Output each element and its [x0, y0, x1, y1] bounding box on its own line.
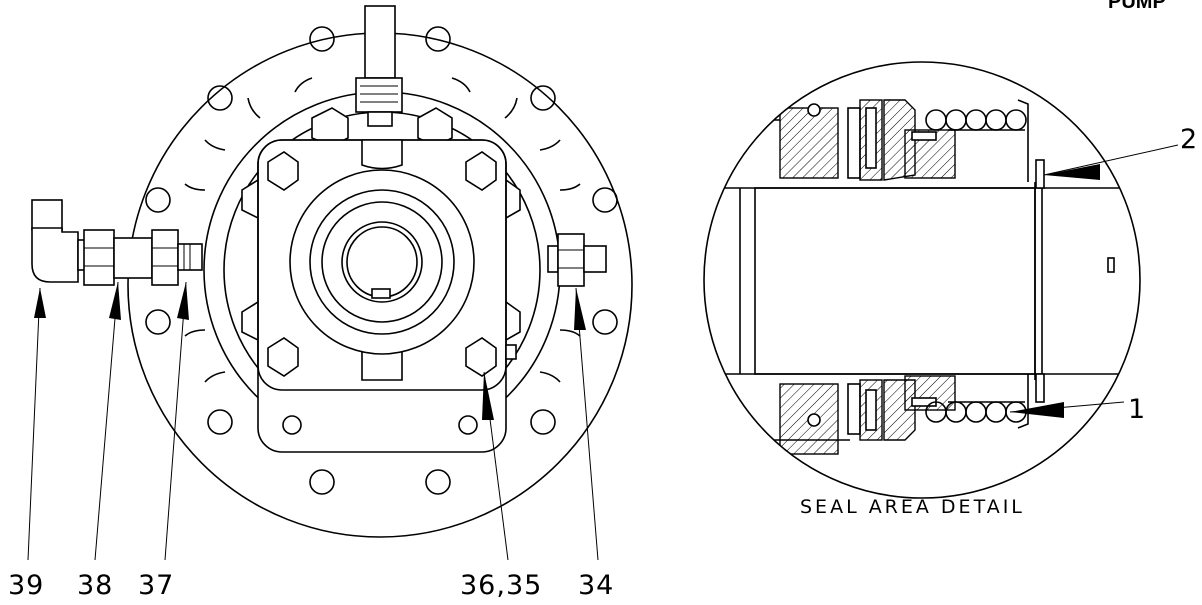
callout-2: 2: [1180, 124, 1198, 155]
union-38-right: [151, 229, 179, 286]
stationary-seat-lower: [779, 383, 839, 455]
seal-detail-caption: SEAL AREA DETAIL: [800, 496, 1025, 518]
header-label: PUMP: [1108, 0, 1166, 13]
vent-fitting: [355, 77, 403, 113]
gland-mid: [309, 189, 455, 335]
elbow-39: [31, 227, 79, 283]
stationary-seat-upper: [779, 107, 839, 179]
pump-end-view: [27, 5, 633, 561]
callout-37: 37: [138, 570, 174, 601]
valve-38: [113, 237, 153, 279]
callout-39: 39: [8, 570, 44, 601]
union-38-left: [83, 229, 115, 286]
fitting-34: [547, 233, 607, 287]
callout-1: 1: [1128, 394, 1146, 425]
spring-upper: [925, 109, 1027, 131]
leader-2: [1043, 144, 1179, 176]
callout-36-35: 36,35: [460, 570, 542, 601]
flange-bolt-holes: [145, 26, 618, 495]
gland-bolts: [267, 151, 497, 377]
detail-boundary: [703, 61, 1141, 499]
top-boss: [364, 5, 396, 79]
shaft-key: [371, 288, 391, 299]
callout-38: 38: [77, 570, 113, 601]
flush-piping: [31, 199, 203, 286]
seal-area-detail: [703, 61, 1179, 499]
casing-ribs: [184, 77, 581, 383]
callout-34: 34: [578, 570, 614, 601]
leader-lines: [27, 281, 599, 561]
shaft-sleeve: [754, 187, 1036, 375]
shaft: [341, 221, 423, 303]
gland-ear-top: [361, 139, 403, 170]
gland-outer: [289, 169, 475, 355]
bolt-36-35: [465, 337, 497, 377]
